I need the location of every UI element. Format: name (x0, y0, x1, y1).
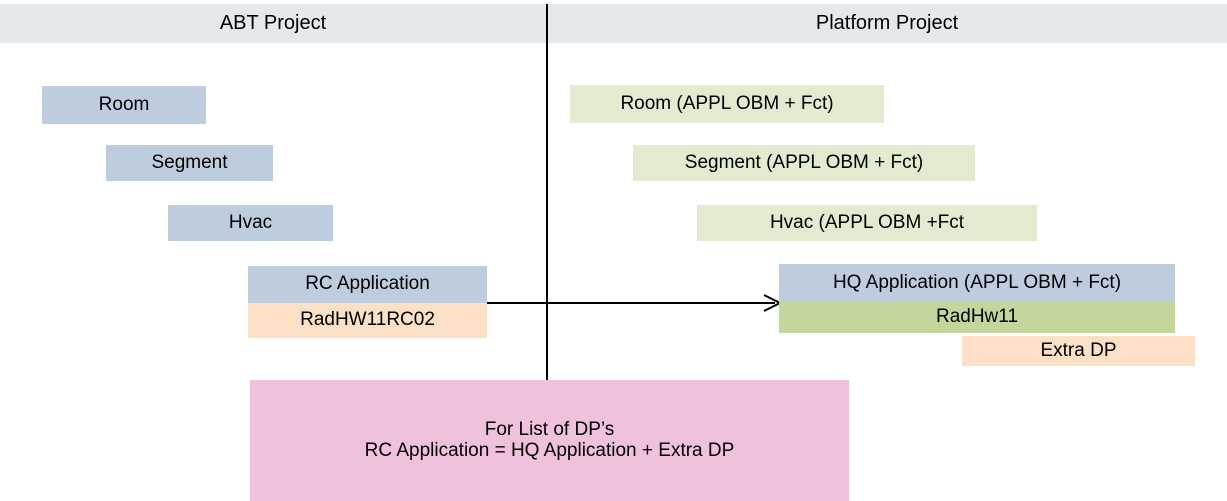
platform-box-extra-dp[interactable]: Extra DP (962, 336, 1195, 366)
rc-to-hq-arrow (487, 292, 782, 314)
note-box-dp-equivalence: For List of DP’s RC Application = HQ App… (250, 380, 849, 501)
platform-box-radhw11[interactable]: RadHw11 (779, 302, 1175, 333)
column-title-abt-project: ABT Project (219, 12, 327, 34)
abt-box-rc-application[interactable]: RC Application (248, 266, 487, 303)
abt-box-segment[interactable]: Segment (106, 145, 273, 181)
platform-box-hvac[interactable]: Hvac (APPL OBM +Fct (697, 205, 1037, 241)
abt-box-hvac[interactable]: Hvac (168, 205, 333, 241)
note-line-1: For List of DP’s (484, 418, 615, 440)
column-divider (546, 4, 548, 440)
platform-box-hq-application[interactable]: HQ Application (APPL OBM + Fct) (779, 264, 1175, 302)
platform-box-room[interactable]: Room (APPL OBM + Fct) (570, 85, 884, 123)
abt-box-radhw11rc02[interactable]: RadHW11RC02 (248, 303, 487, 338)
note-line-2: RC Application = HQ Application + Extra … (364, 439, 735, 461)
platform-box-segment[interactable]: Segment (APPL OBM + Fct) (633, 145, 975, 181)
header-band (0, 4, 1227, 43)
column-title-platform-project: Platform Project (815, 12, 959, 34)
abt-box-room[interactable]: Room (42, 86, 206, 124)
